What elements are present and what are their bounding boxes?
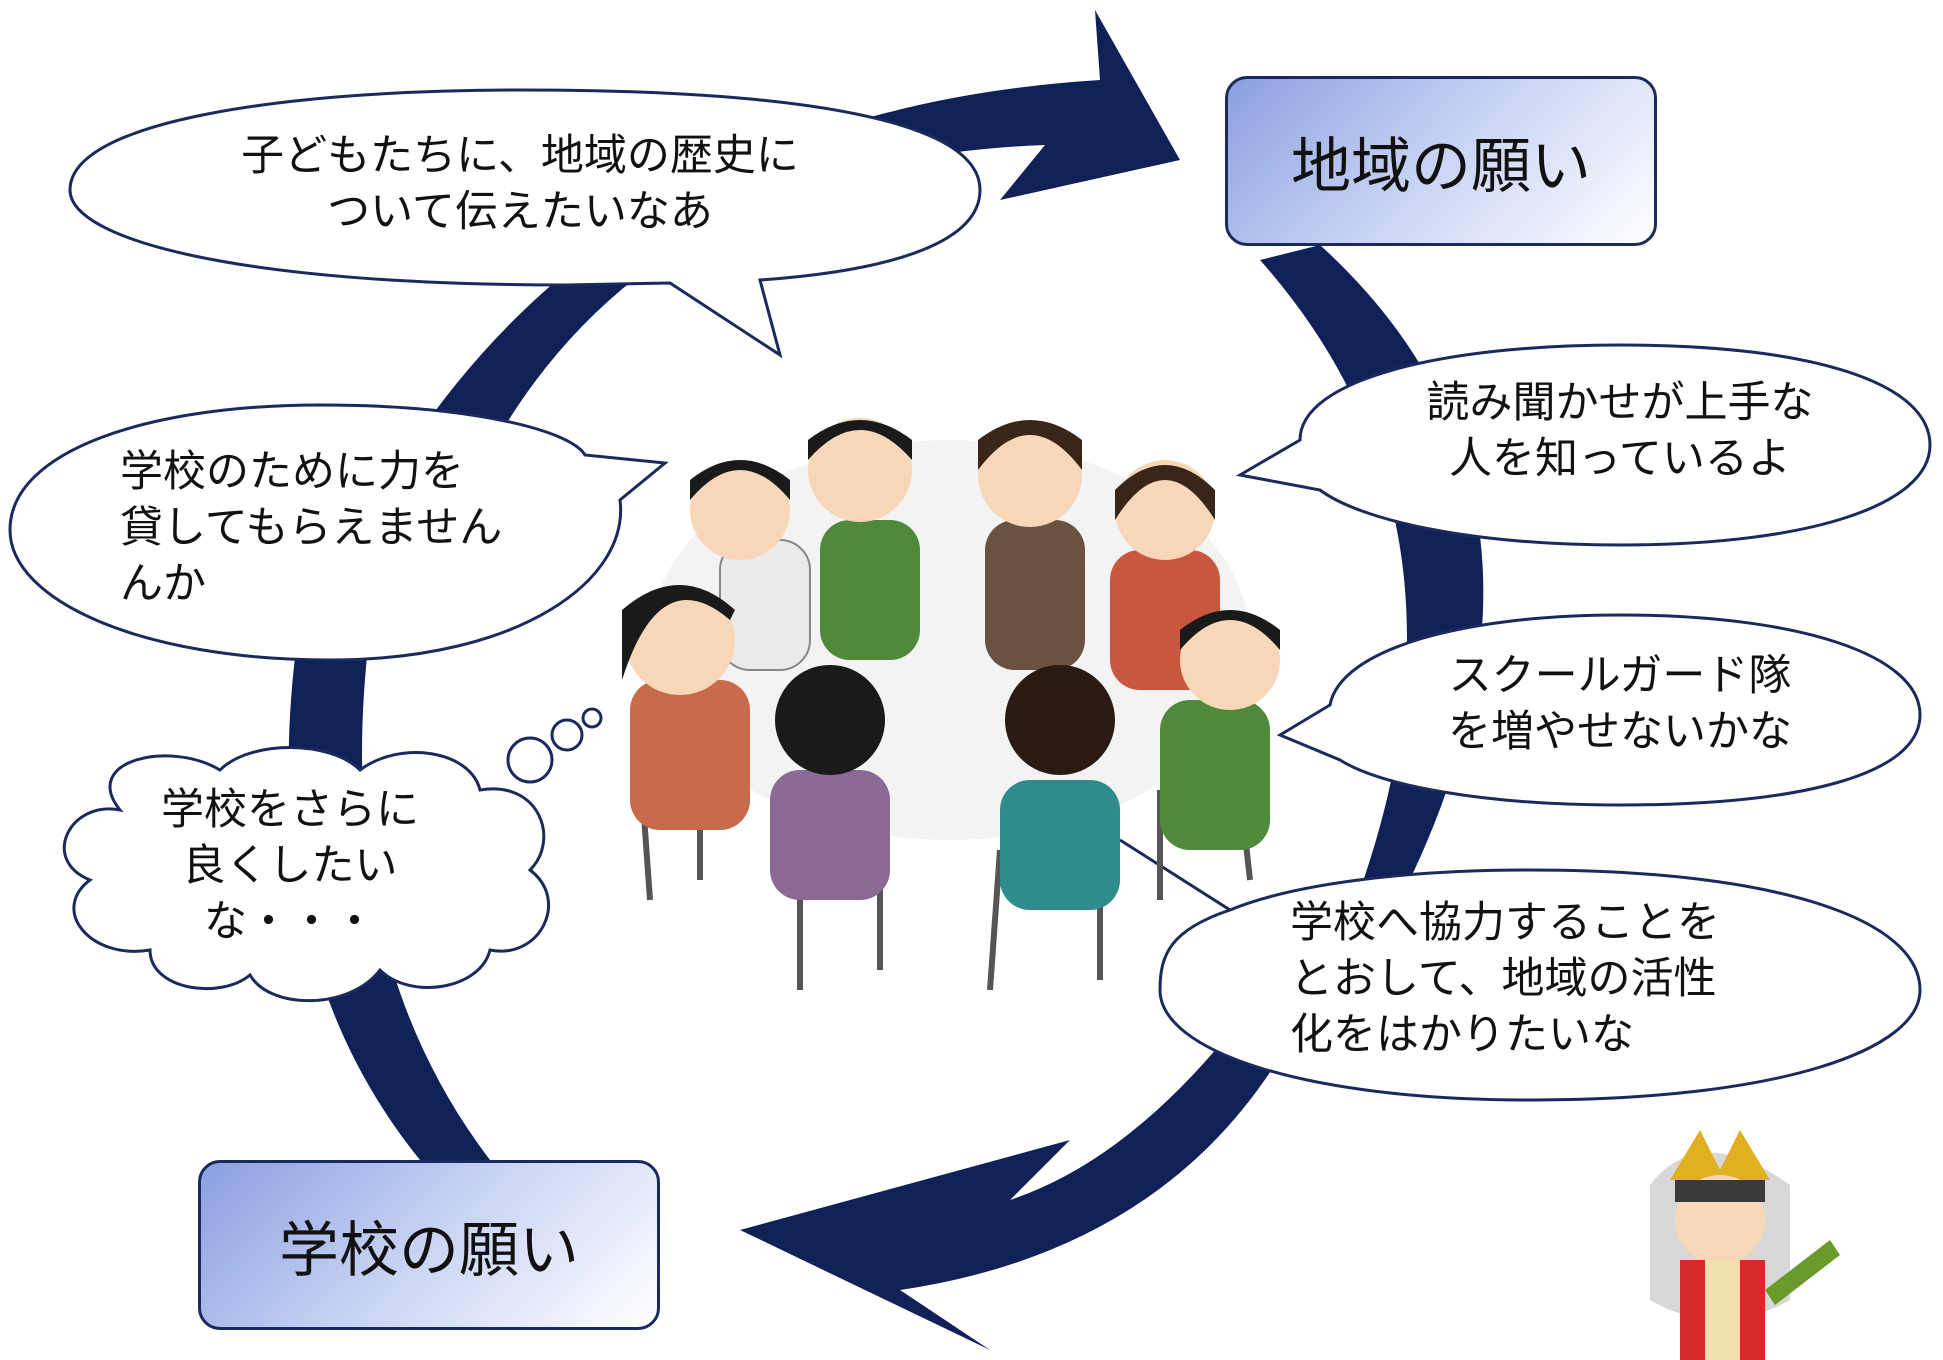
- bubble-history: [68, 88, 982, 359]
- community-wish-label: 地域の願い: [1291, 131, 1591, 202]
- bubble-revitalize-text: 学校へ協力することを とおして、地域の活性 化をはかりたいな: [1290, 898, 1720, 1060]
- samurai-mascot-illustration: [1650, 1130, 1840, 1360]
- bubble-school-guard: [1276, 613, 1922, 807]
- bubble-revitalize: [1119, 838, 1922, 1102]
- thought-dot-medium: [550, 718, 584, 752]
- bubble-storyteller-text: 読み聞かせが上手な 人を知っているよ: [1426, 378, 1814, 484]
- community-wish-box: 地域の願い: [1225, 76, 1657, 246]
- bubble-shapes: [8, 88, 1932, 1102]
- bubble-better-school-text: 学校をさらに 良くしたい な・・・: [161, 785, 419, 947]
- arrow-bottom: [740, 1020, 1290, 1350]
- bubble-school-help-text: 学校のために力を 貸してもらえません んか: [120, 447, 503, 609]
- people-meeting-in-circle-illustration: [622, 418, 1280, 991]
- thought-cloud: [62, 707, 603, 1003]
- cloud-shape: [62, 746, 550, 1003]
- bubble-storyteller: [1235, 343, 1932, 547]
- thought-dot-large: [506, 736, 554, 784]
- bubble-school-help: [8, 403, 669, 662]
- bubble-history-text: 子どもたちに、地域の歴史に ついて伝えたいなあ: [241, 131, 799, 237]
- arrow-top: [395, 10, 1180, 470]
- arrow-right: [1260, 245, 1484, 900]
- bubble-school-guard-text: スクールガード隊 を増やせないかな: [1448, 651, 1792, 757]
- thought-dot-small: [581, 707, 603, 729]
- school-wish-label: 学校の願い: [279, 1215, 579, 1286]
- school-wish-box: 学校の願い: [198, 1160, 660, 1330]
